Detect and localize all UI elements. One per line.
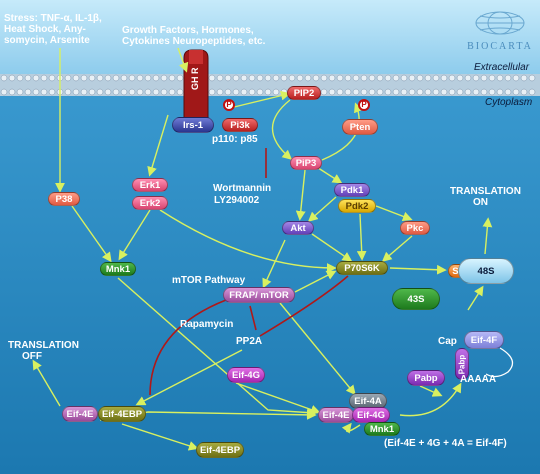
- activation-arrow-14: [71, 205, 112, 263]
- p70s6k-node: P70S6K: [336, 261, 388, 275]
- pkc-node: Pkc: [400, 221, 430, 235]
- ribosome-43s: 43S: [392, 288, 440, 310]
- receptor-label: GH R: [190, 67, 200, 91]
- inhibition-line-33: [149, 299, 227, 396]
- activation-arrow-18: [482, 217, 493, 255]
- eif4g-node-right: Eif-4G: [352, 407, 390, 423]
- growth-label-2: Cytokines Neuropeptides, etc.: [122, 36, 266, 47]
- activation-arrow-17: [389, 264, 447, 275]
- eif4e-node-left: Eif-4E: [62, 406, 98, 422]
- activation-arrow-13: [381, 235, 413, 262]
- pabp-vertical-node: Pabp: [455, 348, 469, 380]
- akt-node: Akt: [282, 221, 314, 235]
- activation-arrow-31: [419, 385, 443, 397]
- activation-arrow-12: [311, 233, 353, 262]
- receptor-ghr: [183, 49, 209, 125]
- activation-arrow-22: [279, 302, 356, 396]
- activation-arrow-16: [159, 209, 337, 273]
- activation-arrow-5: [272, 99, 293, 160]
- ly294002-label: LY294002: [214, 195, 260, 206]
- translation-on-label-2: ON: [473, 197, 488, 208]
- inhibition-line-35: [259, 275, 349, 337]
- growth-label-1: Growth Factors, Hormones,: [122, 25, 254, 36]
- activation-arrow-15: [118, 209, 151, 261]
- activation-arrow-28: [32, 359, 61, 407]
- pabp-node: Pabp: [407, 370, 445, 386]
- activation-arrow-4: [229, 90, 291, 109]
- biocarta-wordmark: BIOCARTA: [467, 41, 533, 52]
- pp2a-label: PP2A: [236, 336, 263, 347]
- biocarta-logo: BIOCARTA: [466, 10, 534, 52]
- irs1-node: Irs-1: [172, 117, 214, 133]
- erk2-node: Erk2: [132, 196, 168, 210]
- stress-label-3: somycin, Arsenite: [4, 35, 90, 46]
- activation-arrow-23: [117, 277, 317, 418]
- erk1-node: Erk1: [132, 178, 168, 192]
- activation-arrow-3: [147, 114, 169, 177]
- cytoplasm-label: Cytoplasm: [485, 97, 533, 108]
- activation-arrow-11: [356, 213, 367, 261]
- mrna-loop: [485, 347, 514, 378]
- translation-on-label-1: TRANSLATION: [450, 186, 521, 197]
- activation-arrow-27: [235, 382, 321, 415]
- pten-node: Pten: [342, 119, 378, 135]
- mtor-pathway-label: mTOR Pathway: [172, 275, 246, 286]
- pip2-node: PIP2: [287, 86, 321, 100]
- extracellular-region: [0, 0, 540, 76]
- pdk1-node: Pdk1: [334, 183, 370, 197]
- activation-arrow-6: [321, 102, 364, 161]
- translation-off-label-1: TRANSLATION: [8, 340, 79, 351]
- eif4f-node: Eif-4F: [464, 331, 504, 349]
- pip3-node: PiP3: [290, 156, 322, 170]
- pabp-vertical-label: Pabp: [457, 354, 467, 374]
- activation-arrow-26: [121, 423, 199, 451]
- wortmannin-label: Wortmannin: [213, 183, 272, 194]
- p110-label: p110: p85: [212, 134, 258, 145]
- ribosome-48s: 48S: [458, 258, 514, 284]
- mnk1-node: Mnk1: [100, 262, 136, 276]
- phospho-marker-1: P: [223, 99, 235, 111]
- cap-label: Cap: [438, 336, 457, 347]
- phospho-marker-2: P: [358, 99, 370, 111]
- pi3k-node: Pi3k: [222, 118, 258, 132]
- frap-mtor-node: FRAP/ mTOR: [223, 287, 295, 303]
- activation-arrow-2: [177, 47, 189, 73]
- eif4g-node-top: Eif-4G: [227, 367, 265, 383]
- p38-node: P38: [48, 192, 80, 206]
- stress-label-2: Heat Shock, Any-: [4, 24, 86, 35]
- inhibition-line-34: [249, 305, 257, 331]
- rapamycin-label: Rapamycin: [180, 319, 234, 330]
- activation-arrow-19: [467, 285, 484, 311]
- activation-arrow-29: [341, 422, 361, 434]
- eif4e-node-right: Eif-4E: [318, 407, 354, 423]
- eif4ebp-node: Eif-4EBP: [98, 406, 146, 422]
- activation-arrow-9: [307, 196, 337, 222]
- eif4ebp-node-bottom: Eif-4EBP: [196, 442, 244, 458]
- translation-off-label-2: OFF: [22, 351, 42, 362]
- poly-a-tail-label: AAAAA: [460, 374, 497, 385]
- activation-arrow-20: [262, 239, 286, 289]
- stress-label-1: Stress: TNF-α, IL-1β,: [4, 13, 102, 24]
- activation-arrow-21: [294, 270, 337, 293]
- eif4f-formula-label: (Eif-4E + 4G + 4A = Eif-4F): [384, 438, 507, 449]
- extracellular-label: Extracellular: [474, 62, 530, 73]
- activation-arrow-10: [375, 205, 413, 222]
- pdk2-node: Pdk2: [338, 199, 376, 213]
- activation-arrow-24: [135, 349, 243, 406]
- mnk1-node-right: Mnk1: [364, 422, 400, 436]
- activation-arrow-7: [295, 169, 306, 221]
- activation-arrow-30: [399, 382, 462, 417]
- cell-membrane: [0, 74, 540, 96]
